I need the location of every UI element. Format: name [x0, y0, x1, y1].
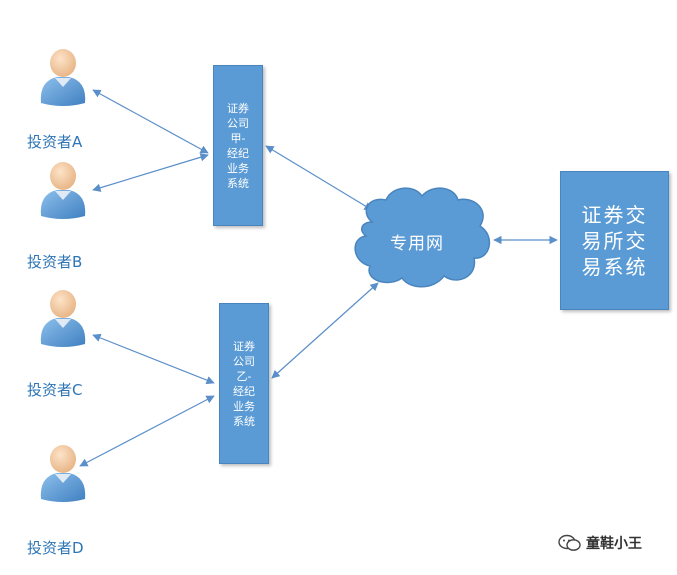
investor-a-icon	[40, 49, 86, 106]
broker-a-line: 证券	[227, 101, 249, 115]
broker-b-line: 系统	[233, 414, 255, 428]
broker-b-line: 证券	[233, 339, 255, 353]
arrow-investor-a-broker-a	[92, 89, 209, 154]
broker-b-line: 乙-	[236, 369, 252, 383]
private-network-cloud	[354, 187, 491, 288]
arrow-investor-b-broker-a	[92, 153, 209, 192]
investor-b-icon	[40, 162, 86, 219]
broker-b-system-box: 证券 公司 乙- 经纪 业务 系统	[219, 303, 269, 464]
arrow-broker-a-network	[265, 145, 373, 211]
investor-b-label: 投资者B	[27, 253, 83, 271]
broker-b-line: 业务	[233, 399, 255, 413]
investor-d-icon	[40, 445, 86, 502]
network-label: 专用网	[390, 234, 444, 254]
exchange-line: 证券交	[581, 202, 648, 227]
watermark: 童鞋小王	[558, 533, 642, 553]
broker-b-line: 经纪	[233, 384, 255, 398]
exchange-line: 易系统	[581, 254, 648, 279]
exchange-line: 易所交	[581, 228, 648, 253]
broker-a-line: 系统	[227, 176, 249, 190]
broker-a-system-box: 证券 公司 甲- 经纪 业务 系统	[213, 65, 263, 226]
investor-a-label: 投资者A	[27, 133, 83, 151]
broker-a-line: 经纪	[227, 146, 249, 160]
broker-a-line: 公司	[227, 116, 249, 130]
arrow-investor-c-broker-b	[92, 333, 215, 385]
wechat-icon	[558, 534, 581, 551]
broker-a-line: 业务	[227, 161, 249, 175]
broker-a-line: 甲-	[230, 131, 246, 145]
broker-b-line: 公司	[233, 354, 255, 368]
investor-c-icon	[40, 290, 86, 347]
investor-d-label: 投资者D	[27, 539, 84, 557]
arrow-broker-b-network	[271, 282, 379, 379]
watermark-text: 童鞋小王	[586, 536, 642, 552]
exchange-system-box: 证券交 易所交 易系统	[560, 171, 669, 310]
arrow-investor-d-broker-b	[79, 395, 215, 467]
investor-c-label: 投资者C	[27, 381, 83, 399]
